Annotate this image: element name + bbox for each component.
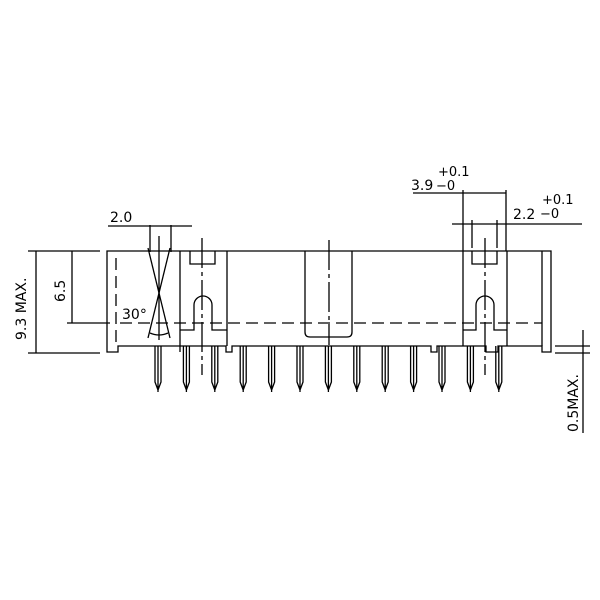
pin	[495, 346, 503, 392]
label-0-5: 0.5MAX.	[566, 374, 582, 432]
left-post	[180, 295, 227, 331]
label-2-0: 2.0	[110, 210, 132, 226]
pin	[409, 346, 418, 392]
pin	[182, 346, 191, 392]
pin	[466, 346, 475, 392]
label-3-9-tol-low: −0	[436, 179, 455, 194]
pin	[324, 346, 333, 392]
label-3-9: 3.9	[411, 178, 433, 194]
pin	[267, 346, 276, 392]
pins	[154, 346, 503, 392]
label-2-2-tol-low: −0	[540, 207, 559, 222]
body-outline	[106, 250, 552, 353]
pin	[296, 346, 304, 392]
label-3-9-tol: +0.1	[438, 165, 470, 180]
label-9-3: 9.3 MAX.	[14, 278, 30, 340]
label-2-2: 2.2	[513, 207, 535, 223]
pin	[239, 346, 247, 392]
pin	[211, 346, 219, 392]
pin	[353, 346, 361, 392]
label-6-5: 6.5	[53, 280, 69, 302]
pin	[154, 346, 162, 392]
angle-arc	[149, 332, 169, 336]
pin	[381, 346, 389, 392]
pin	[438, 346, 446, 392]
label-30deg: 30°	[122, 307, 147, 323]
label-2-2-tol: +0.1	[542, 193, 574, 208]
